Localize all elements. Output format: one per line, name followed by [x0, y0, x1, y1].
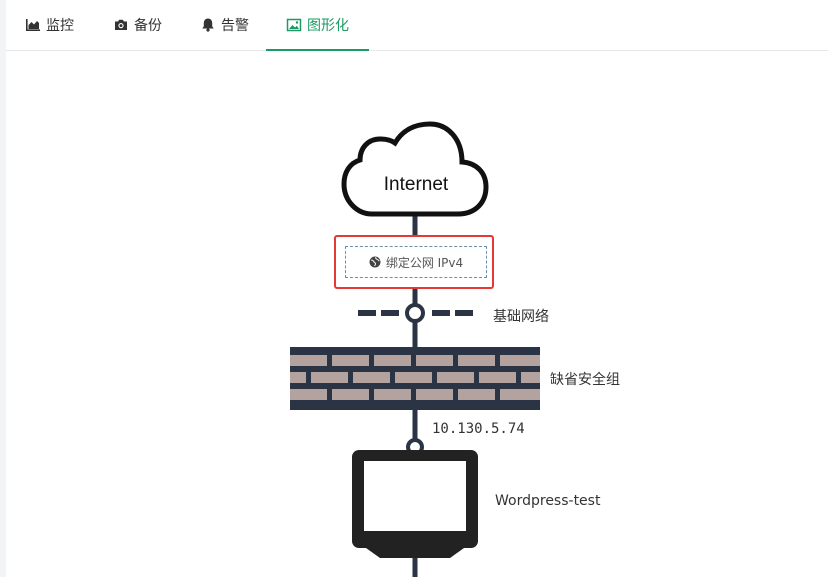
tab-label: 图形化 [307, 18, 349, 34]
basic-network-bar[interactable] [358, 303, 473, 323]
security-group-wall[interactable] [290, 347, 540, 410]
tab-backup[interactable]: 备份 [113, 0, 162, 50]
internet-cloud[interactable]: Internet [341, 121, 489, 217]
bind-public-ipv4-label: 绑定公网 IPv4 [385, 255, 464, 270]
bell-icon [200, 17, 216, 33]
tab-label: 备份 [134, 18, 162, 34]
camera-icon [113, 17, 129, 33]
globe-icon [369, 256, 381, 268]
tab-graphical[interactable]: 图形化 [266, 0, 369, 51]
instance-monitor[interactable] [352, 450, 478, 558]
instance-name-label[interactable]: Wordpress-test [495, 493, 601, 509]
network-node [405, 303, 425, 323]
network-label: 基础网络 [493, 309, 549, 325]
tab-label: 监控 [46, 18, 74, 34]
area-chart-icon [25, 17, 41, 33]
tab-bar: 监控 备份 告警 图形化 [6, 0, 828, 51]
security-group-label[interactable]: 缺省安全组 [550, 372, 620, 388]
tab-monitor[interactable]: 监控 [25, 0, 74, 50]
internet-label: Internet [384, 174, 449, 195]
bind-public-ipv4-highlight: 绑定公网 IPv4 [334, 235, 494, 289]
private-ip-label: 10.130.5.74 [432, 421, 525, 437]
image-icon [286, 17, 302, 33]
tab-alarm[interactable]: 告警 [200, 0, 249, 50]
tab-label: 告警 [221, 18, 249, 34]
bind-public-ipv4-button[interactable]: 绑定公网 IPv4 [345, 246, 487, 278]
